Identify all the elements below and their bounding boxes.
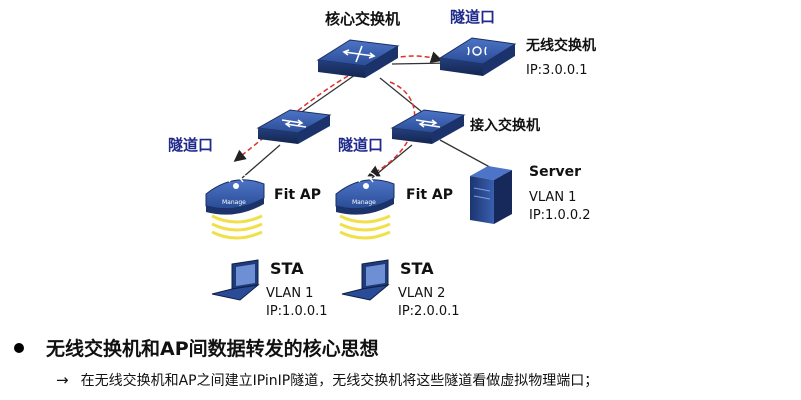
laptop-left-icon bbox=[211, 259, 260, 301]
arrow-right-icon: → bbox=[56, 371, 69, 389]
wireless-waves-right-icon bbox=[339, 214, 391, 240]
wireless-switch-label: 无线交换机 bbox=[525, 37, 596, 54]
sub-point-text: 在无线交换机和AP之间建立IPinIP隧道，无线交换机将这些隧道看做虚拟物理端口… bbox=[80, 373, 599, 389]
sta-right-ip: IP:2.0.0.1 bbox=[398, 304, 460, 319]
bullet-title: 无线交换机和AP间数据转发的核心思想 bbox=[46, 338, 379, 360]
fit-ap-left-icon: Manage bbox=[205, 171, 265, 215]
switch-left-icon bbox=[256, 109, 332, 144]
access-switch-icon bbox=[390, 109, 466, 144]
connection-lines bbox=[241, 62, 511, 179]
server-ip: IP:1.0.0.2 bbox=[529, 208, 591, 223]
bullet-point: 无线交换机和AP间数据转发的核心思想 bbox=[14, 334, 379, 361]
sta-left-ip: IP:1.0.0.1 bbox=[266, 304, 328, 319]
wireless-switch-icon bbox=[438, 37, 517, 76]
sta-right-label: STA bbox=[400, 259, 434, 278]
server-vlan: VLAN 1 bbox=[529, 190, 576, 205]
sta-left-label: STA bbox=[270, 259, 304, 278]
sub-point: → 在无线交换机和AP之间建立IPinIP隧道，无线交换机将这些隧道看做虚拟物理… bbox=[56, 370, 598, 390]
core-switch-icon bbox=[316, 39, 400, 78]
fit-ap-right-label: Fit AP bbox=[406, 187, 453, 203]
sta-right-vlan: VLAN 2 bbox=[398, 286, 445, 301]
tunnel-label-top: 隧道口 bbox=[450, 8, 495, 26]
fit-ap-right-icon: Manage bbox=[335, 171, 395, 215]
tunnel-label-mid: 隧道口 bbox=[338, 136, 383, 154]
network-diagram: Manage Manage 核心交换机 隧道口 无线 bbox=[168, 8, 596, 319]
fit-ap-left-label: Fit AP bbox=[274, 187, 321, 203]
wireless-switch-ip: IP:3.0.0.1 bbox=[526, 63, 588, 78]
server-icon bbox=[470, 166, 512, 224]
tunnel-label-left: 隧道口 bbox=[168, 136, 213, 154]
wireless-waves-left-icon bbox=[211, 214, 263, 240]
core-switch-label: 核心交换机 bbox=[325, 10, 400, 28]
laptop-right-icon bbox=[341, 259, 390, 301]
sta-left-vlan: VLAN 1 bbox=[266, 286, 313, 301]
ap-manage-label: Manage bbox=[222, 199, 246, 206]
server-label: Server bbox=[529, 164, 581, 180]
bullet-dot-icon bbox=[14, 342, 24, 353]
ap-manage-label: Manage bbox=[352, 199, 376, 206]
access-switch-label: 接入交换机 bbox=[470, 117, 540, 134]
